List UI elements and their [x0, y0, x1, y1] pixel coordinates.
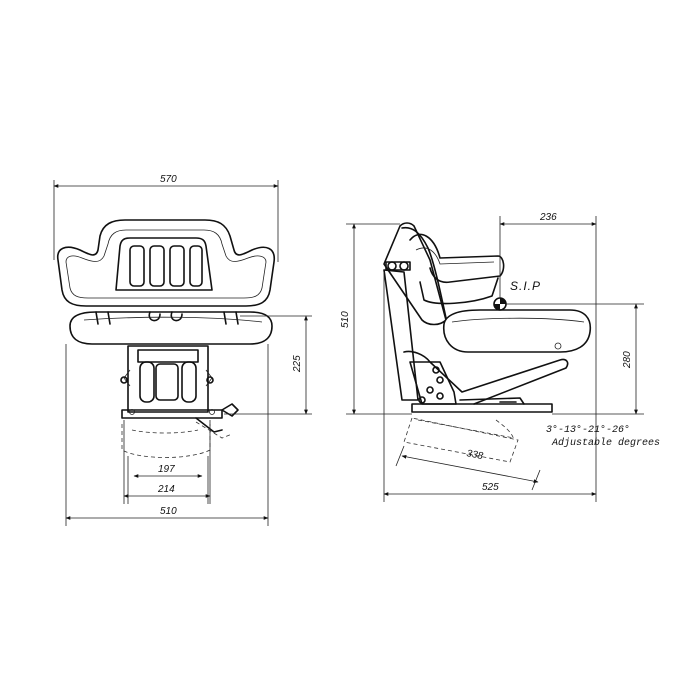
- dim-height-label: 225: [292, 355, 303, 373]
- side-armrest: [409, 233, 505, 305]
- dim-total-height: 510: [340, 223, 412, 415]
- dim-sip-height-label: 280: [622, 351, 633, 369]
- front-suspension: [120, 345, 214, 413]
- front-backrest-inner: [65, 229, 267, 299]
- dim-sip-height: 280: [506, 303, 644, 415]
- sip-label: S.I.P: [510, 279, 541, 293]
- side-seat-cushion: [443, 309, 592, 353]
- dim-slide-length: 338: [395, 445, 541, 491]
- front-seat-cushion: [69, 311, 273, 345]
- front-backrest: [56, 219, 276, 307]
- front-view: 570 225 197 214 510: [53, 174, 312, 526]
- dim-depth: 525: [383, 272, 597, 502]
- dim-base-width: 214: [123, 420, 211, 504]
- dim-slide-length-label: 338: [465, 448, 484, 462]
- dim-overall-width: 510: [65, 344, 269, 526]
- side-view: S.I.P 236 510 280 338: [340, 212, 660, 502]
- dim-inner-width-label: 197: [158, 464, 175, 475]
- side-base-rail: [411, 396, 553, 413]
- angles-label: 3°-13°-21°-26°: [546, 424, 630, 436]
- dim-inner-width: 197: [127, 456, 209, 504]
- dim-total-height-label: 510: [340, 311, 351, 328]
- sip-point: S.I.P: [493, 279, 541, 311]
- dim-overall-width-label: 510: [160, 506, 177, 517]
- side-tilted-rail: [403, 417, 519, 463]
- side-backrest: [383, 222, 447, 326]
- front-hinges: [95, 311, 239, 325]
- dim-top-offset: 236: [499, 212, 597, 502]
- dim-top-offset-label: 236: [539, 212, 557, 223]
- adjustable-degrees-label: Adjustable degrees: [551, 437, 660, 449]
- dim-base-width-label: 214: [157, 484, 175, 495]
- dim-depth-label: 525: [482, 482, 499, 493]
- side-backrest-cushion: [401, 226, 447, 319]
- dim-top-width: 570: [53, 174, 279, 262]
- front-backrest-panels: [115, 237, 213, 291]
- dim-top-width-label: 570: [160, 174, 177, 185]
